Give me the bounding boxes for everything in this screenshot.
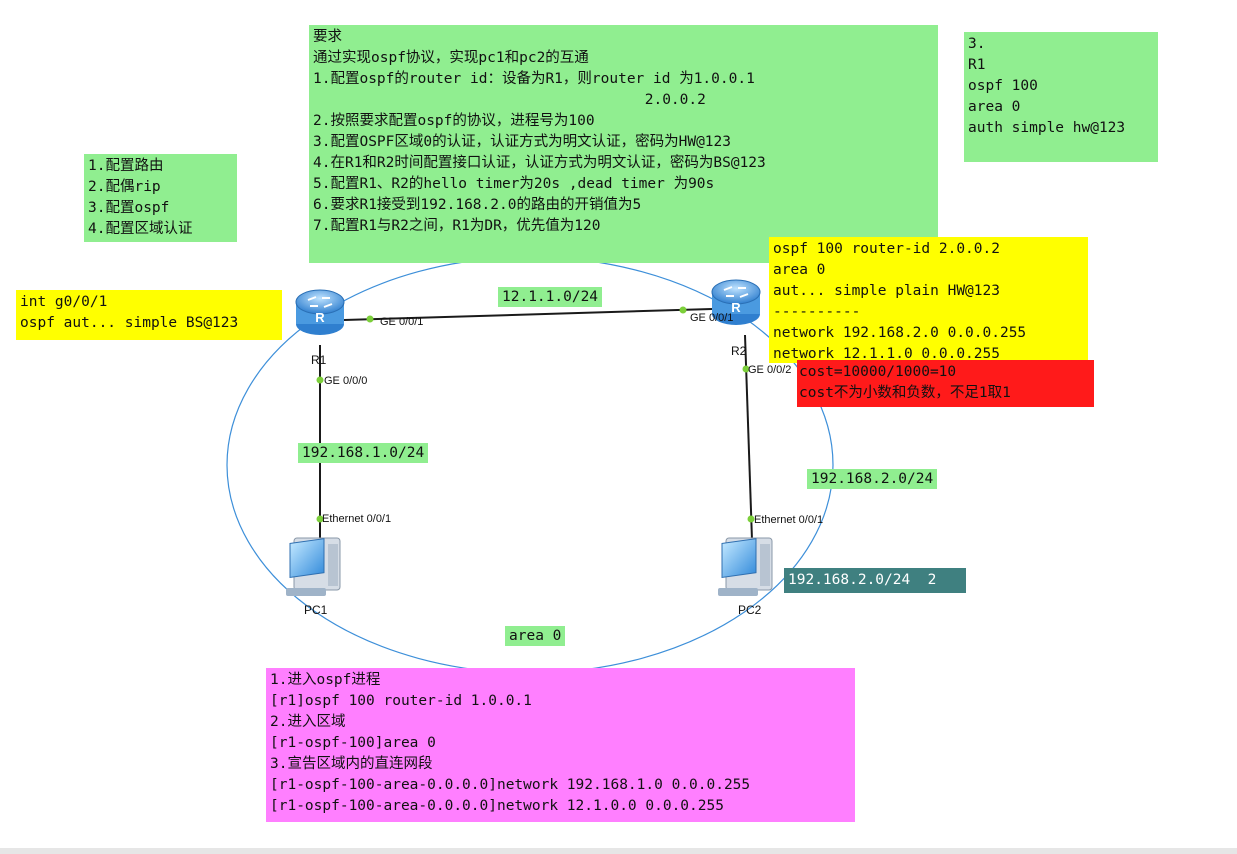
network-label-pc2-lan: 192.168.2.0/24 <box>807 469 938 489</box>
port-dot-r2-ge002 <box>742 365 750 373</box>
router-r1-icon[interactable]: R <box>295 289 345 335</box>
pc1-label: PC1 <box>304 603 328 617</box>
steps-note: 1.配置路由 2.配偶rip 3.配置ospf 4.配置区域认证 <box>84 154 237 242</box>
port-label-pc1-eth: Ethernet 0/0/1 <box>322 513 392 525</box>
r2-config-note: ospf 100 router-id 2.0.0.2 area 0 aut...… <box>769 237 1088 363</box>
router-r1-label: R1 <box>311 353 327 367</box>
pc2-label: PC2 <box>738 603 762 617</box>
port-label-r1-ge000: GE 0/0/0 <box>324 375 368 387</box>
port-label-r1-ge001: GE 0/0/1 <box>380 316 424 328</box>
pc1-icon[interactable] <box>286 537 341 596</box>
port-dot-r1-ge001 <box>366 315 374 323</box>
svg-text:R: R <box>315 310 325 325</box>
cost-value-note: 192.168.2.0/24 2 <box>784 568 966 593</box>
port-dot-pc2-eth <box>747 515 755 523</box>
cost-note: cost=10000/1000=10 cost不为小数和负数，不足1取1 <box>797 360 1094 407</box>
network-label-r1-r2: 12.1.1.0/24 <box>498 287 603 307</box>
port-dot-r1-ge000 <box>316 376 324 384</box>
r1-commands-note: 1.进入ospf进程 [r1]ospf 100 router-id 1.0.0.… <box>266 668 855 822</box>
pc2-icon[interactable] <box>718 537 773 596</box>
area-auth-note: 3. R1 ospf 100 area 0 auth simple hw@123 <box>964 32 1158 162</box>
link-r1-r2 <box>343 308 713 321</box>
port-dot-pc1-eth <box>316 515 324 523</box>
horizontal-scrollbar[interactable] <box>0 848 1237 854</box>
router-r2-icon[interactable]: R <box>711 279 761 325</box>
r1-interface-auth-note: int g0/0/1 ospf aut... simple BS@123 <box>16 290 282 340</box>
requirements-note: 要求 通过实现ospf协议，实现pc1和pc2的互通 1.配置ospf的rout… <box>309 25 938 263</box>
network-label-pc1-lan: 192.168.1.0/24 <box>298 443 429 463</box>
port-label-r2-ge002: GE 0/0/2 <box>748 364 792 376</box>
router-r2-label: R2 <box>731 344 747 358</box>
port-dot-r2-ge001 <box>679 306 687 314</box>
port-label-r2-ge001: GE 0/0/1 <box>690 312 734 324</box>
port-label-pc2-eth: Ethernet 0/0/1 <box>754 514 824 526</box>
svg-text:R: R <box>731 300 741 315</box>
area-label: area 0 <box>505 626 566 646</box>
